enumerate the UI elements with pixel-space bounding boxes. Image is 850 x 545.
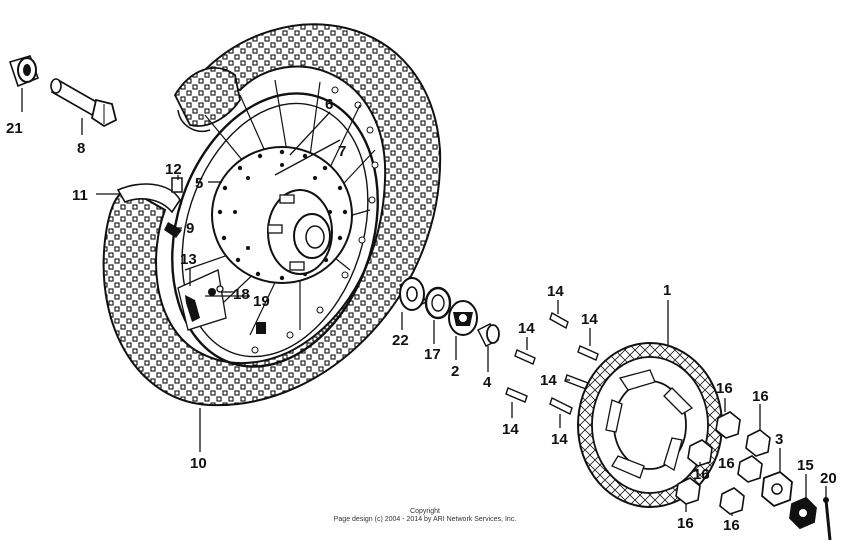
callout-14d: 14 [540,372,557,389]
callout-8: 8 [77,140,85,157]
cotter-pin-20 [823,497,832,541]
sprocket-nuts [675,411,771,515]
callout-10: 10 [190,455,207,472]
callout-19: 19 [253,293,270,310]
callout-16f: 16 [723,517,740,534]
bearing-22 [399,277,427,311]
callout-3: 3 [775,431,783,448]
spacer-21 [8,55,40,88]
leader-lines [21,88,827,516]
callout-14b: 14 [518,320,535,337]
callout-21: 21 [6,120,23,137]
inner-tube [116,177,183,238]
copyright-notice: Page design (c) 2004 - 2014 by ARI Netwo… [333,516,517,523]
callout-7: 7 [338,143,346,160]
axle-8 [50,78,118,128]
callout-1: 1 [663,282,671,299]
bolt-3 [761,470,793,508]
sprocket-studs [505,311,599,415]
wheel-hub [267,189,333,275]
callout-12: 12 [165,161,182,178]
callout-20: 20 [820,470,837,487]
callout-14f: 14 [551,431,568,448]
callout-labels: 21 8 6 7 12 5 11 9 13 18 19 22 17 2 4 14… [6,96,837,534]
copyright-title: Copyright [410,508,440,515]
callout-17: 17 [424,346,441,363]
axle-collar-4 [477,323,500,347]
callout-9: 9 [186,220,194,237]
callout-16b: 16 [752,388,769,405]
callout-15: 15 [797,457,814,474]
callout-13: 13 [180,251,197,268]
callout-6: 6 [325,96,333,113]
callout-16c: 16 [693,466,710,483]
callout-14c: 14 [581,311,598,328]
callout-14e: 14 [502,421,519,438]
callout-16e: 16 [677,515,694,532]
callout-16a: 16 [716,380,733,397]
callout-4: 4 [483,374,492,391]
hub-flange-2 [448,300,478,336]
callout-16d: 16 [718,455,735,472]
callout-5: 5 [195,175,203,192]
callout-22: 22 [392,332,409,349]
callout-18: 18 [233,286,250,303]
callout-14a: 14 [547,283,564,300]
callout-11: 11 [72,187,88,204]
callout-2: 2 [451,363,459,380]
rear-tire [102,23,442,407]
oil-seal-17 [424,286,452,320]
